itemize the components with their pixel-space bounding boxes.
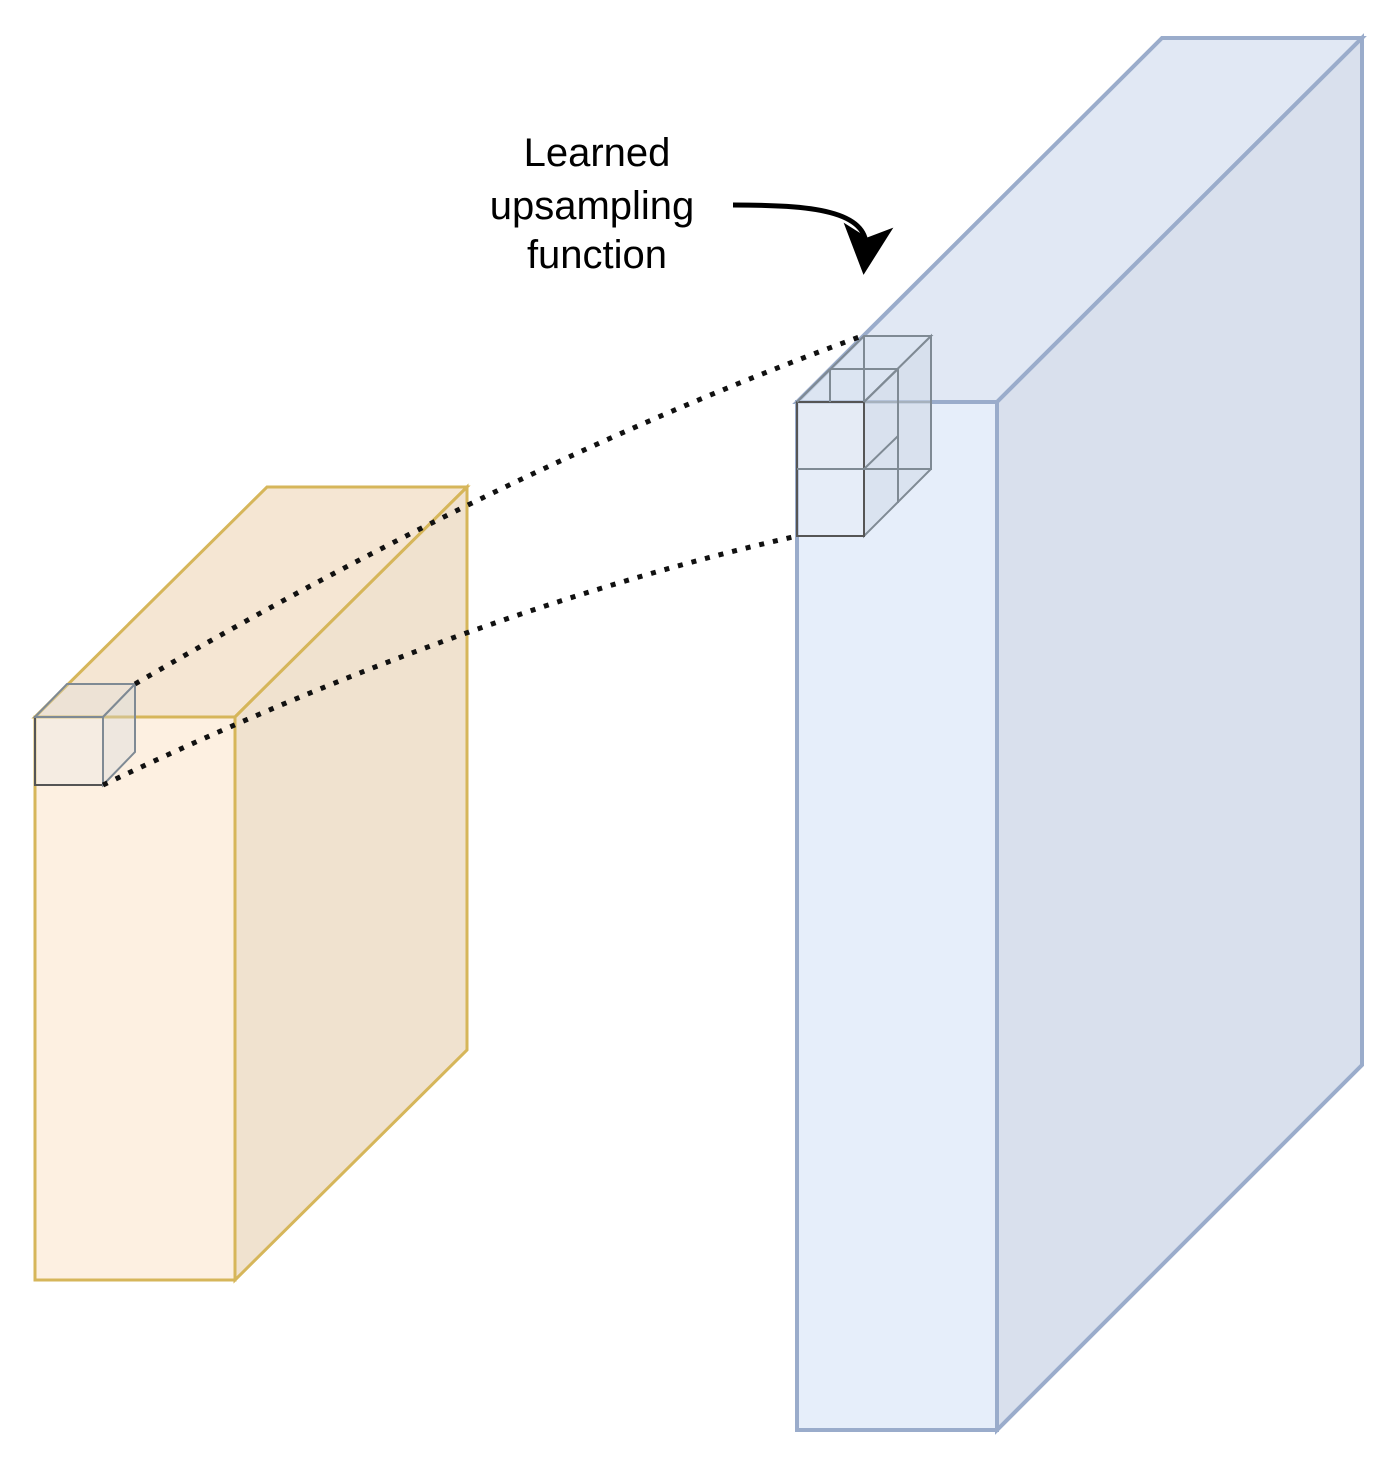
input-cell-front (34, 716, 104, 786)
input-cell-cube (32, 681, 138, 788)
connector-line-bottom (101, 533, 798, 788)
output-grid-divider (796, 368, 831, 403)
arrow-icon (732, 202, 894, 275)
input-feature-block (31, 483, 471, 1284)
output-block-front-face (795, 400, 999, 1432)
annotation-line-1: Learned (524, 131, 671, 175)
annotation-line-3: function (527, 233, 667, 277)
output-cell-grid (794, 333, 934, 539)
input-cell-side (102, 681, 136, 788)
connector-lines (101, 333, 863, 788)
input-block-front-face (33, 715, 237, 1282)
output-grid-divider (863, 435, 899, 470)
annotation-label: Learned upsampling function (490, 131, 695, 277)
output-feature-block (792, 33, 1367, 1435)
annotation-line-2: upsampling (490, 184, 695, 228)
output-grid-divider (863, 368, 899, 403)
connector-line-top (133, 333, 863, 687)
